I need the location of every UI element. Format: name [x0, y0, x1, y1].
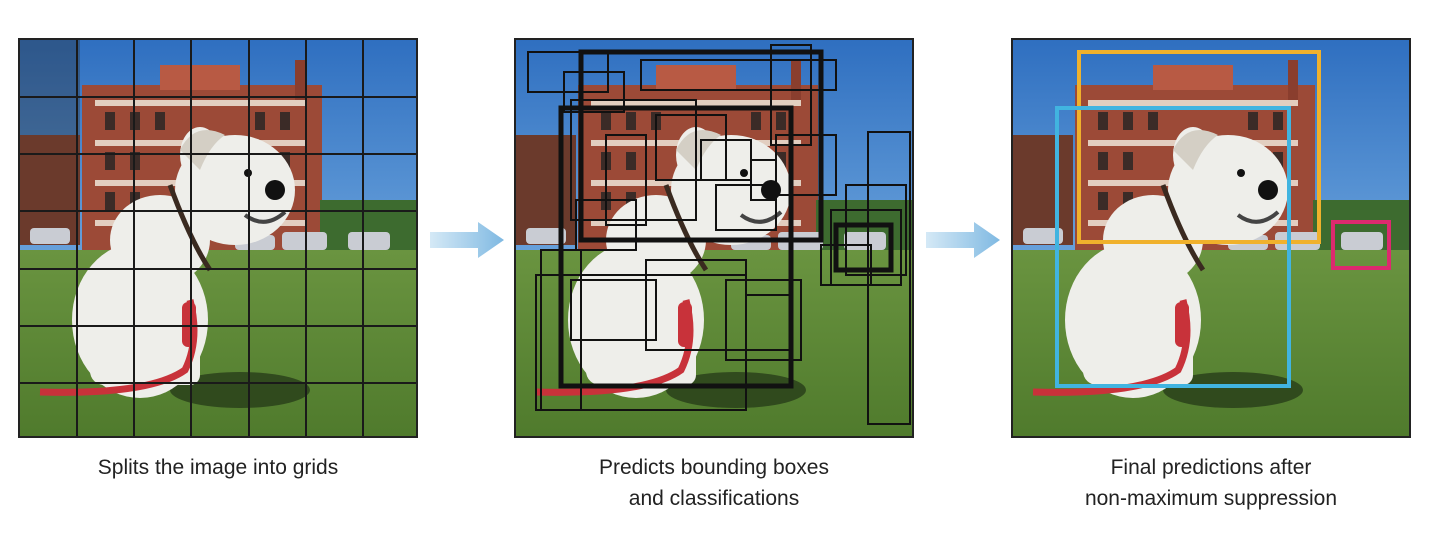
candidate-boxes-image — [514, 38, 914, 438]
arrow-right-icon — [926, 222, 1000, 258]
candidate-box — [645, 259, 747, 351]
caption-grid-line: Splits the image into grids — [97, 456, 339, 479]
candidate-box — [655, 114, 727, 181]
candidate-box — [745, 294, 792, 351]
caption-predict-line-1: Predicts bounding boxes — [599, 456, 829, 479]
candidate-box — [563, 71, 625, 113]
candidate-box — [558, 105, 794, 389]
candidate-box — [845, 184, 907, 276]
grid-split-image — [18, 38, 418, 438]
candidate-box — [833, 222, 894, 273]
candidate-box — [725, 279, 802, 361]
candidate-box — [750, 159, 777, 201]
candidate-box — [830, 209, 902, 286]
final-predictions-image — [1011, 38, 1411, 438]
candidate-box — [775, 134, 837, 196]
grid-overlay — [20, 40, 416, 436]
candidate-box — [575, 199, 637, 251]
caption-predict-line-2: and classifications — [628, 487, 800, 510]
bounding-boxes-overlay — [527, 44, 911, 425]
caption-final: Final predictions after non-maximum supp… — [1001, 452, 1421, 514]
final-box-building — [1077, 50, 1321, 244]
candidate-box — [867, 131, 911, 425]
caption-final-line-2: non-maximum suppression — [1084, 487, 1338, 510]
caption-grid: Splits the image into grids — [8, 452, 428, 483]
candidate-box — [605, 134, 647, 226]
dog-photo — [20, 40, 416, 436]
candidate-box — [770, 44, 812, 146]
candidate-box — [715, 184, 777, 231]
final-box-dog — [1055, 106, 1291, 388]
arrow-right-icon — [430, 222, 504, 258]
caption-final-line-1: Final predictions after — [1110, 456, 1312, 479]
candidate-box — [535, 274, 747, 411]
caption-predict: Predicts bounding boxes and classificati… — [504, 452, 924, 514]
candidate-box — [570, 99, 697, 221]
final-boxes-overlay — [1055, 50, 1391, 388]
candidate-box — [570, 279, 657, 341]
candidate-box — [640, 59, 837, 91]
candidate-box — [578, 49, 824, 243]
final-box-car — [1331, 220, 1391, 270]
